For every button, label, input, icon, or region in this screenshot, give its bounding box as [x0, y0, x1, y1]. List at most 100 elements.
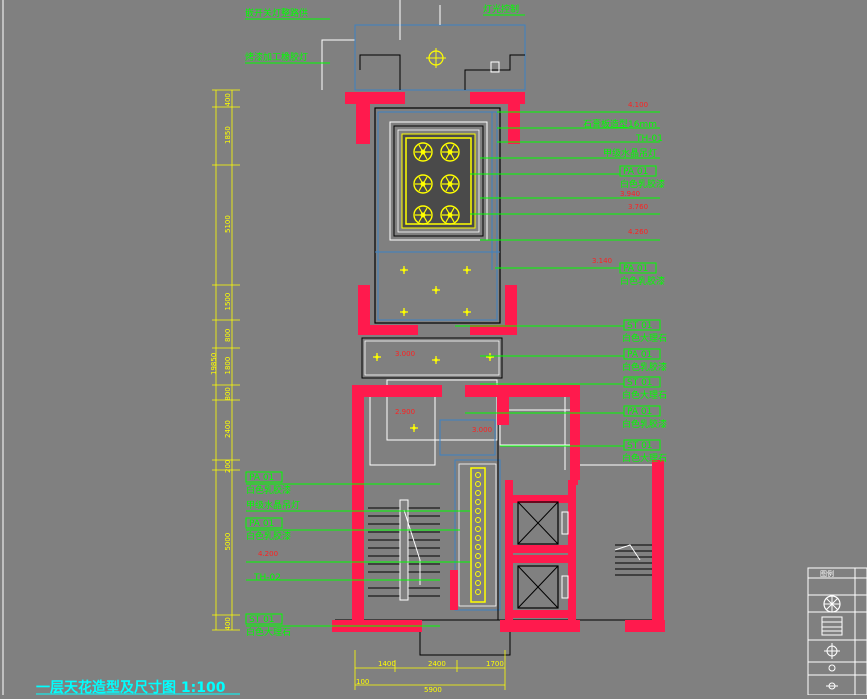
code-l3: TH-02	[253, 573, 281, 583]
legend-header: 图例	[820, 569, 834, 578]
chandelier-icon	[413, 142, 433, 162]
note-r10: 白色大理石	[622, 452, 667, 464]
stair-left	[368, 499, 440, 601]
code-r7: PA 01	[627, 350, 652, 360]
chandelier-icon	[413, 205, 433, 225]
chandelier-icon	[440, 142, 460, 162]
linear-light-strip	[470, 467, 486, 603]
note-r5: 白色乳胶漆	[620, 275, 665, 287]
chandelier-icon	[440, 205, 460, 225]
note-l2: 白色乳胶漆	[246, 530, 291, 542]
code-l0: PA 01	[249, 473, 274, 483]
note-r0: 石膏板造型16mm	[583, 118, 657, 130]
code-r6: ST 01	[627, 321, 653, 331]
downlight-icon	[410, 424, 418, 432]
right-annotations: 4.100 石膏板造型16mm TH-01 甲级水晶吊灯 PA 01 白色乳胶漆…	[583, 101, 667, 464]
v-dim-label: 5000	[224, 533, 232, 551]
v-dim-label: 400	[224, 617, 232, 630]
v-dim-label: 1850	[224, 126, 232, 144]
chandelier-icon	[440, 174, 460, 194]
h-dim-0: 1400	[378, 660, 396, 668]
downlight-icon	[373, 353, 381, 361]
level-r0: 4.100	[628, 101, 648, 109]
top-annotation-3: 烤漆加工橡胶灯	[245, 51, 308, 63]
note-l4: 白色大理石	[246, 626, 291, 638]
strip-node	[475, 517, 481, 523]
strip-node	[475, 481, 481, 487]
level-mid-2: 3.000	[472, 426, 492, 434]
strip-node	[475, 508, 481, 514]
level-r2: 3.940	[620, 190, 640, 198]
v-dim-label: 1800	[224, 357, 232, 375]
top-annotation-2: 灯光控制	[483, 3, 519, 15]
h-dim-total: 5900	[424, 686, 442, 694]
note-l0: 白色乳胶漆	[246, 484, 291, 496]
code-r8: ST 01	[627, 378, 653, 388]
note-r1: 甲级水晶吊灯	[603, 147, 657, 159]
v-dim-label: 800	[224, 329, 232, 342]
strip-node	[475, 571, 481, 577]
code-l4: ST 01	[249, 615, 275, 625]
crystal-chandelier-group	[413, 142, 460, 225]
note-r2: 白色乳胶漆	[620, 178, 665, 190]
level-r4: 4.260	[628, 228, 648, 236]
note-r9: 白色乳胶漆	[622, 418, 667, 430]
level-mid-0: 3.000	[395, 350, 415, 358]
v-dim-label: 5100	[224, 215, 232, 233]
code-r2: PA 01	[623, 167, 648, 177]
strip-node	[475, 526, 481, 532]
level-l3: 4.200	[258, 550, 278, 558]
horizontal-dimension-chain	[354, 650, 506, 690]
vertical-total-dim: 19850	[210, 353, 218, 375]
code-l2: PA 01	[249, 519, 274, 529]
note-l1: 甲级水晶吊灯	[246, 499, 300, 511]
h-dim-small: 100	[356, 678, 369, 686]
vertical-dimension-chain: 400 1850 5100 1500 800 1800 800 2400 200 5000 400	[212, 89, 240, 631]
code-r10: ST 01	[627, 441, 653, 451]
note-r8: 白色大理石	[622, 389, 667, 401]
entry-canopy	[321, 0, 526, 91]
note-r6: 白色大理石	[622, 332, 667, 344]
h-dim-2: 1700	[486, 660, 504, 668]
walls	[332, 92, 665, 632]
elevator-shafts	[517, 501, 569, 609]
v-dim-label: 400	[224, 93, 232, 106]
grille-legend-icon	[821, 616, 843, 636]
downlight-legend-icon	[824, 643, 840, 659]
strip-node	[475, 580, 481, 586]
spot-legend-icon	[828, 664, 836, 672]
v-dim-label: 800	[224, 387, 232, 400]
h-dim-1: 2400	[428, 660, 446, 668]
chandelier-icon	[413, 174, 433, 194]
downlight-icon	[486, 353, 494, 361]
top-annotations: 嵌开关灯整路供 灯光控制 烤漆加工橡胶灯	[245, 3, 525, 64]
downlight-icon	[400, 308, 408, 316]
downlight-icon	[432, 356, 440, 364]
downlight-icon	[400, 266, 408, 274]
note-r7: 白色乳胶漆	[622, 361, 667, 373]
v-dim-label: 200	[224, 460, 232, 473]
stair-right	[614, 544, 652, 576]
chandelier-legend-icon	[823, 595, 841, 613]
code-r1: TH-01	[635, 134, 663, 144]
left-annotations: PA 01 白色乳胶漆 甲级水晶吊灯 PA 01 白色乳胶漆 4.200 TH-…	[245, 471, 300, 638]
downlight-icon	[463, 266, 471, 274]
level-mid-1: 2.900	[395, 408, 415, 416]
legend-table: 图例	[807, 567, 867, 696]
strip-node	[475, 562, 481, 568]
corridor-outline	[335, 107, 660, 656]
drawing-title: 一层天花造型及尺寸图 1:100	[36, 679, 226, 695]
level-markers: 3.000 2.900 3.000	[395, 350, 492, 434]
strip-node	[475, 535, 481, 541]
strip-node	[475, 553, 481, 559]
v-dim-label: 2400	[224, 420, 232, 438]
top-annotation-1: 嵌开关灯整路供	[245, 7, 308, 19]
strip-node	[475, 544, 481, 550]
level-r3: 3.760	[628, 203, 648, 211]
v-dim-label: 1500	[224, 293, 232, 311]
level-r5: 3.140	[592, 257, 612, 265]
strip-node	[475, 472, 481, 478]
annotation-leaders	[246, 111, 660, 627]
downlight-group	[373, 266, 494, 432]
